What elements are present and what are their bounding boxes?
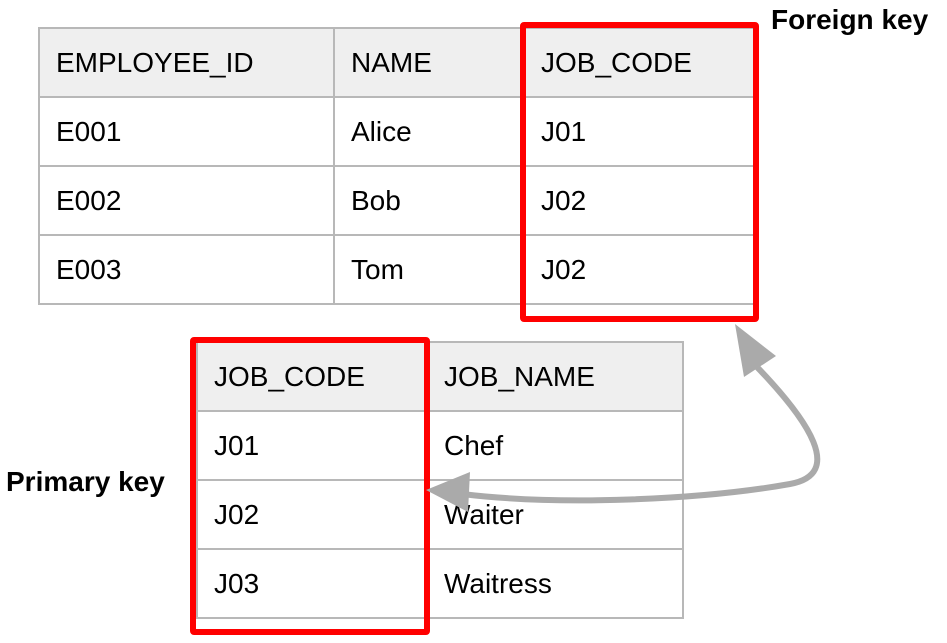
primary-key-highlight-box (190, 337, 430, 635)
foreign-key-highlight-box (520, 22, 759, 322)
table-row: E003 Tom J02 (38, 234, 755, 305)
employee-header-job-code: JOB_CODE (523, 27, 755, 98)
table-row: J03 Waitress (196, 548, 684, 619)
job-header-row: JOB_CODE JOB_NAME (196, 341, 684, 412)
employee-name-cell: Bob (333, 165, 525, 236)
relationship-arrow-line (459, 364, 821, 504)
employee-id-cell: E002 (38, 165, 335, 236)
job-code-cell: J02 (196, 479, 428, 550)
employee-job-code-cell: J02 (523, 234, 755, 305)
employee-id-cell: E001 (38, 96, 335, 167)
foreign-key-label: Foreign key (771, 4, 929, 35)
job-name-cell: Chef (426, 410, 684, 481)
employee-job-code-cell: J02 (523, 165, 755, 236)
arrowhead-icon (735, 324, 776, 377)
table-row: J01 Chef (196, 410, 684, 481)
employee-header-employee-id: EMPLOYEE_ID (38, 27, 335, 98)
job-header-job-code: JOB_CODE (196, 341, 428, 412)
employee-table: EMPLOYEE_ID NAME JOB_CODE E001 Alice J01… (38, 27, 755, 305)
job-code-cell: J03 (196, 548, 428, 619)
primary-key-label: Primary key (6, 466, 165, 497)
employee-name-cell: Tom (333, 234, 525, 305)
job-code-cell: J01 (196, 410, 428, 481)
job-table: JOB_CODE JOB_NAME J01 Chef J02 Waiter J0… (196, 341, 684, 619)
table-row: E002 Bob J02 (38, 165, 755, 236)
job-header-job-name: JOB_NAME (426, 341, 684, 412)
employee-id-cell: E003 (38, 234, 335, 305)
job-name-cell: Waitress (426, 548, 684, 619)
employee-header-row: EMPLOYEE_ID NAME JOB_CODE (38, 27, 755, 98)
arrowhead-icon (426, 472, 470, 512)
